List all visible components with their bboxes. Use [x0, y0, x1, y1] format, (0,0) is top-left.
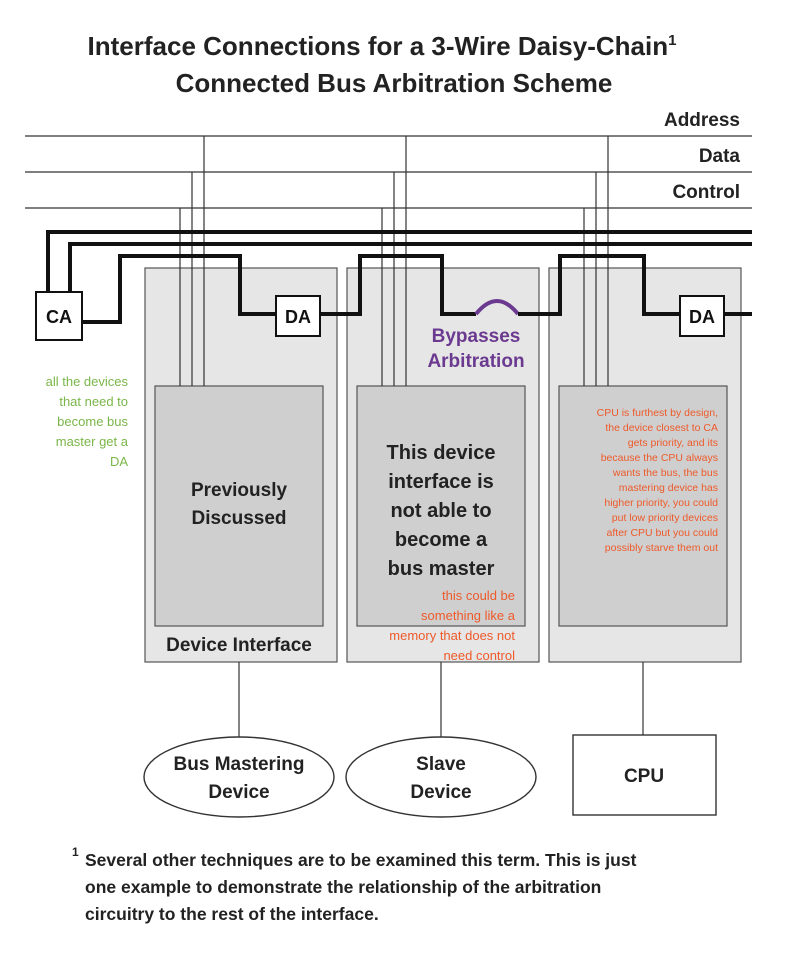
title-line-2: Connected Bus Arbitration Scheme: [176, 68, 613, 98]
svg-text:gets priority, and its: gets priority, and its: [628, 437, 718, 449]
title-line-1: Interface Connections for a 3-Wire Daisy…: [88, 31, 677, 61]
green-note: all the devices that need to become bus …: [46, 374, 129, 469]
control-bus-label: Control: [672, 182, 740, 203]
cpu-label: CPU: [624, 766, 664, 787]
bypass-arc: [474, 299, 520, 316]
address-bus-label: Address: [664, 110, 740, 131]
svg-text:wants the bus, the bus: wants the bus, the bus: [612, 467, 718, 479]
svg-text:DA: DA: [110, 454, 128, 469]
svg-text:all the devices: all the devices: [46, 374, 129, 389]
arbitration-line-2: [68, 242, 752, 292]
daisy-arbiter-box-2: [679, 295, 725, 337]
svg-text:mastering device has: mastering device has: [619, 482, 718, 494]
svg-text:need control: need control: [443, 648, 515, 663]
svg-text:CPU is furthest by design,: CPU is furthest by design,: [597, 407, 718, 419]
svg-text:become a: become a: [395, 529, 488, 551]
da-label-1: DA: [285, 307, 311, 327]
svg-text:put low priority devices: put low priority devices: [612, 512, 718, 524]
svg-text:after CPU but you could: after CPU but you could: [607, 527, 719, 539]
footnote-text: Several other techniques are to be exami…: [85, 850, 637, 924]
middle-inner-box: [356, 385, 526, 627]
slave-device-line-2: Device: [410, 782, 471, 803]
right-orange-note: CPU is furthest by design, the device cl…: [597, 407, 719, 554]
daisy-arbiter-box-1: [275, 295, 321, 337]
svg-text:interface is: interface is: [388, 471, 494, 493]
svg-text:Several other techniques are t: Several other techniques are to be exami…: [85, 850, 637, 870]
svg-text:one example to demonstrate the: one example to demonstrate the relations…: [85, 877, 601, 897]
device-interface-label: Device Interface: [166, 635, 312, 656]
daisy-chain-lines: [46, 230, 752, 324]
svg-text:bus master: bus master: [388, 558, 495, 580]
middle-inner-text: This device interface is not able to bec…: [387, 442, 496, 580]
right-inner-box: [558, 385, 728, 627]
left-inner-line-1: Previously: [191, 480, 288, 501]
cpu-box: [572, 734, 717, 816]
slave-device-line-1: Slave: [416, 754, 466, 775]
ca-label: CA: [46, 307, 72, 327]
svg-text:memory that does not: memory that does not: [389, 628, 515, 643]
svg-text:something like a: something like a: [421, 608, 516, 623]
grant-chain-line: [82, 254, 276, 324]
middle-orange-note: this could be something like a memory th…: [389, 588, 515, 663]
bus-taps: [179, 136, 609, 386]
arbitration-line-1: [46, 230, 752, 292]
central-arbiter-box: [35, 291, 83, 341]
bypass-note-line-1: Bypasses: [432, 326, 521, 347]
slave-device-ellipse: [345, 736, 537, 818]
svg-text:This device: This device: [387, 442, 496, 464]
svg-text:master get a: master get a: [56, 434, 129, 449]
left-inner-box: [154, 385, 324, 627]
svg-text:higher priority, you could: higher priority, you could: [604, 497, 718, 509]
svg-text:that need to: that need to: [59, 394, 128, 409]
svg-text:possibly starve them out: possibly starve them out: [605, 542, 718, 554]
svg-text:become bus: become bus: [57, 414, 128, 429]
svg-text:the device closest to CA: the device closest to CA: [605, 422, 718, 434]
bypass-note-line-2: Arbitration: [427, 351, 524, 372]
bus-mastering-device-line-2: Device: [208, 782, 269, 803]
data-bus-label: Data: [699, 146, 741, 167]
grant-chain-line-2: [320, 254, 476, 316]
bus-mastering-device-ellipse: [143, 736, 335, 818]
system-buses: [25, 135, 752, 209]
da-label-2: DA: [689, 307, 715, 327]
svg-text:circuitry to the rest of the i: circuitry to the rest of the interface.: [85, 904, 379, 924]
footnote-marker: 1: [72, 845, 79, 859]
svg-text:because the CPU always: because the CPU always: [601, 452, 718, 464]
device-connectors: [238, 662, 644, 738]
grant-chain-line-3: [518, 254, 680, 316]
svg-text:not able to: not able to: [390, 500, 491, 522]
bus-mastering-device-line-1: Bus Mastering: [174, 754, 305, 775]
left-inner-line-2: Discussed: [191, 508, 286, 529]
svg-text:this could be: this could be: [442, 588, 515, 603]
